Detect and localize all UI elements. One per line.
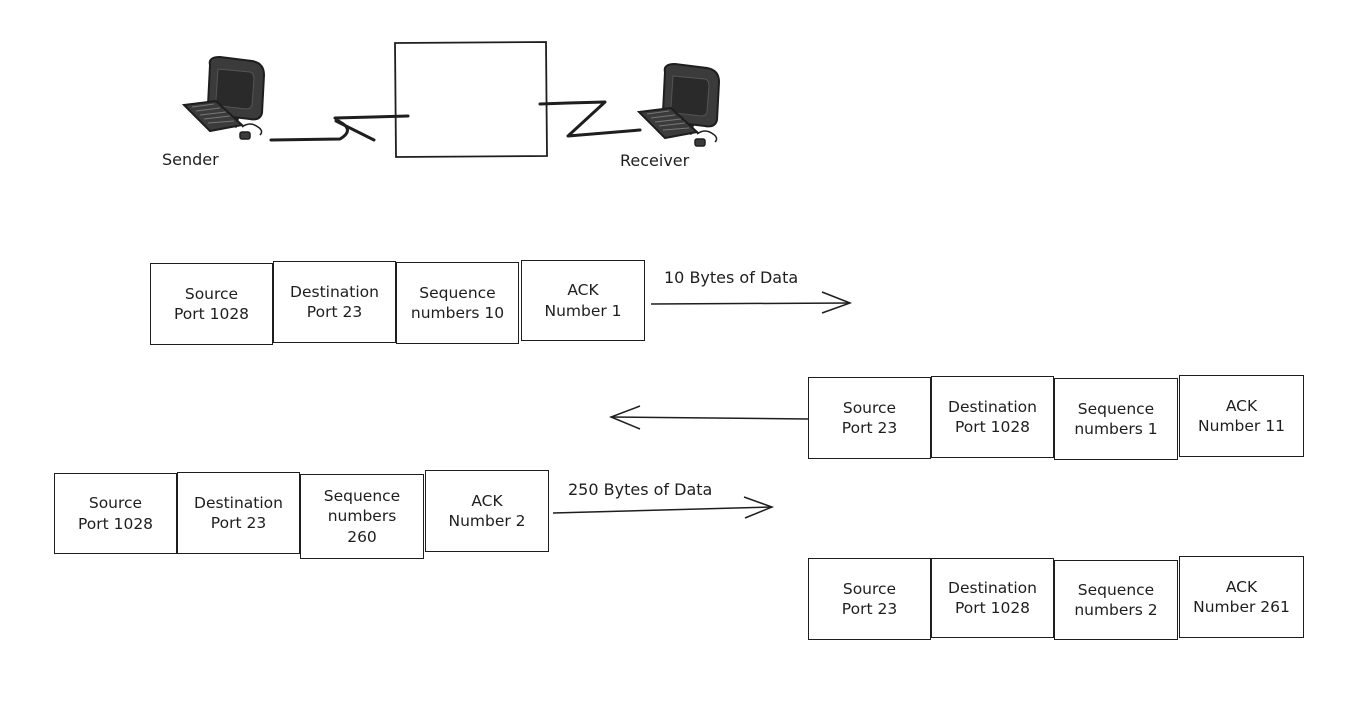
segment-2-source-port: Source Port 23 xyxy=(808,377,931,459)
arrow-to-sender-1 xyxy=(608,405,809,430)
network-box xyxy=(394,41,548,158)
segment-1-sequence-number: Sequence numbers 10 xyxy=(396,262,519,344)
segment-3-destination-port: Destination Port 23 xyxy=(177,472,300,554)
segment-4-sequence-number: Sequence numbers 2 xyxy=(1054,560,1178,640)
segment-1-source-port: Source Port 1028 xyxy=(150,263,273,345)
segment-3-sequence-number: Sequence numbers 260 xyxy=(300,474,424,559)
receiver-label: Receiver xyxy=(620,151,690,170)
sender-label: Sender xyxy=(162,150,219,169)
segment-4-destination-port: Destination Port 1028 xyxy=(931,558,1054,638)
segment-2-ack-number: ACK Number 11 xyxy=(1179,375,1304,457)
segment-3-source-port: Source Port 1028 xyxy=(54,473,177,554)
sender-computer-icon xyxy=(181,55,266,140)
segment-3-data-label: 250 Bytes of Data xyxy=(568,480,713,499)
segment-2-sequence-number: Sequence numbers 1 xyxy=(1054,378,1178,460)
segment-1-data-label: 10 Bytes of Data xyxy=(664,268,799,287)
receiver-computer-icon xyxy=(636,62,721,147)
arrow-to-receiver-1 xyxy=(650,291,853,314)
sender-link xyxy=(269,114,410,142)
segment-4-source-port: Source Port 23 xyxy=(808,558,931,640)
arrow-to-receiver-2 xyxy=(552,496,775,519)
segment-1-destination-port: Destination Port 23 xyxy=(273,261,396,343)
receiver-link xyxy=(538,100,642,138)
segment-1-ack-number: ACK Number 1 xyxy=(521,260,645,341)
segment-4-ack-number: ACK Number 261 xyxy=(1179,556,1304,638)
segment-2-destination-port: Destination Port 1028 xyxy=(931,376,1054,458)
segment-3-ack-number: ACK Number 2 xyxy=(425,470,549,552)
